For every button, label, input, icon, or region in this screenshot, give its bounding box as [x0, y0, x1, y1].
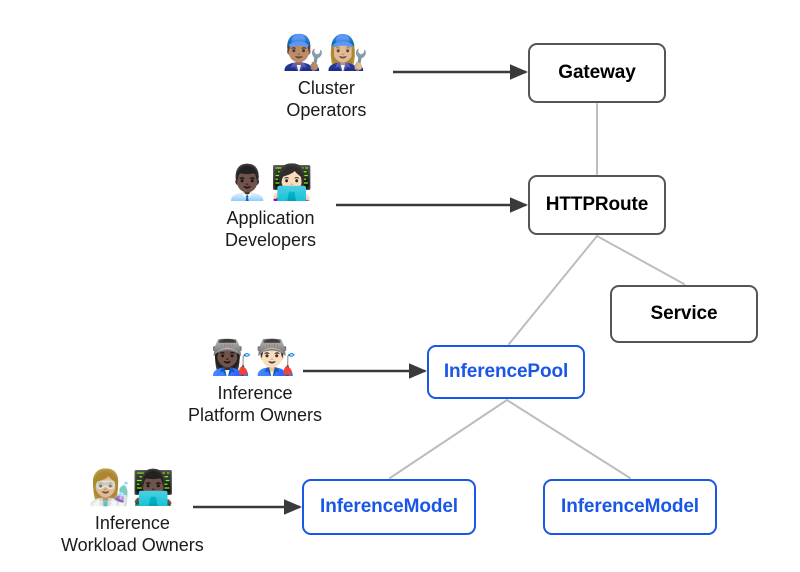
persona-application-developers: 👨🏿‍💼👩🏻‍💻 Application Developers	[225, 163, 316, 251]
persona-label: Inference Workload Owners	[61, 513, 204, 555]
man-mechanic-icon: 👨🏽‍🔧👩🏼‍🔧	[282, 33, 371, 73]
node-label: HTTPRoute	[545, 194, 649, 215]
edge-pool-model1	[389, 399, 508, 479]
edge-httproute-pool	[508, 235, 598, 345]
node-label: InferencePool	[443, 361, 569, 382]
persona-inference-workload-owners: 👩🏼‍🔬👨🏿‍💻 Inference Workload Owners	[61, 468, 204, 556]
man-office-worker-icon: 👨🏿‍💼👩🏻‍💻	[226, 163, 315, 203]
persona-label: Inference Platform Owners	[188, 383, 323, 425]
edge-httproute-service	[596, 235, 685, 285]
node-label: InferenceModel	[320, 496, 458, 517]
woman-construction-worker-icon: 👩🏿‍🏭👨🏻‍🏭	[210, 338, 300, 378]
persona-ownership-arrows	[193, 64, 529, 515]
woman-scientist-icon: 👩🏼‍🔬👨🏿‍💻	[88, 468, 177, 508]
node-gateway[interactable]: Gateway	[528, 43, 666, 103]
node-label: Gateway	[558, 62, 636, 83]
persona-inference-platform-owners: 👩🏿‍🏭👨🏻‍🏭 Inference Platform Owners	[188, 338, 322, 426]
node-pool[interactable]: InferencePool	[427, 345, 585, 399]
node-service[interactable]: Service	[610, 285, 758, 343]
node-model2[interactable]: InferenceModel	[543, 479, 717, 535]
persona-label: Application Developers	[225, 208, 317, 250]
persona-label: Cluster Operators	[286, 78, 367, 120]
node-label: InferenceModel	[561, 496, 699, 517]
node-model1[interactable]: InferenceModel	[302, 479, 476, 535]
edge-pool-model2	[506, 399, 631, 479]
persona-cluster-operators: 👨🏽‍🔧👩🏼‍🔧 Cluster Operators	[282, 33, 371, 121]
node-httproute[interactable]: HTTPRoute	[528, 175, 666, 235]
node-label: Service	[650, 303, 718, 324]
